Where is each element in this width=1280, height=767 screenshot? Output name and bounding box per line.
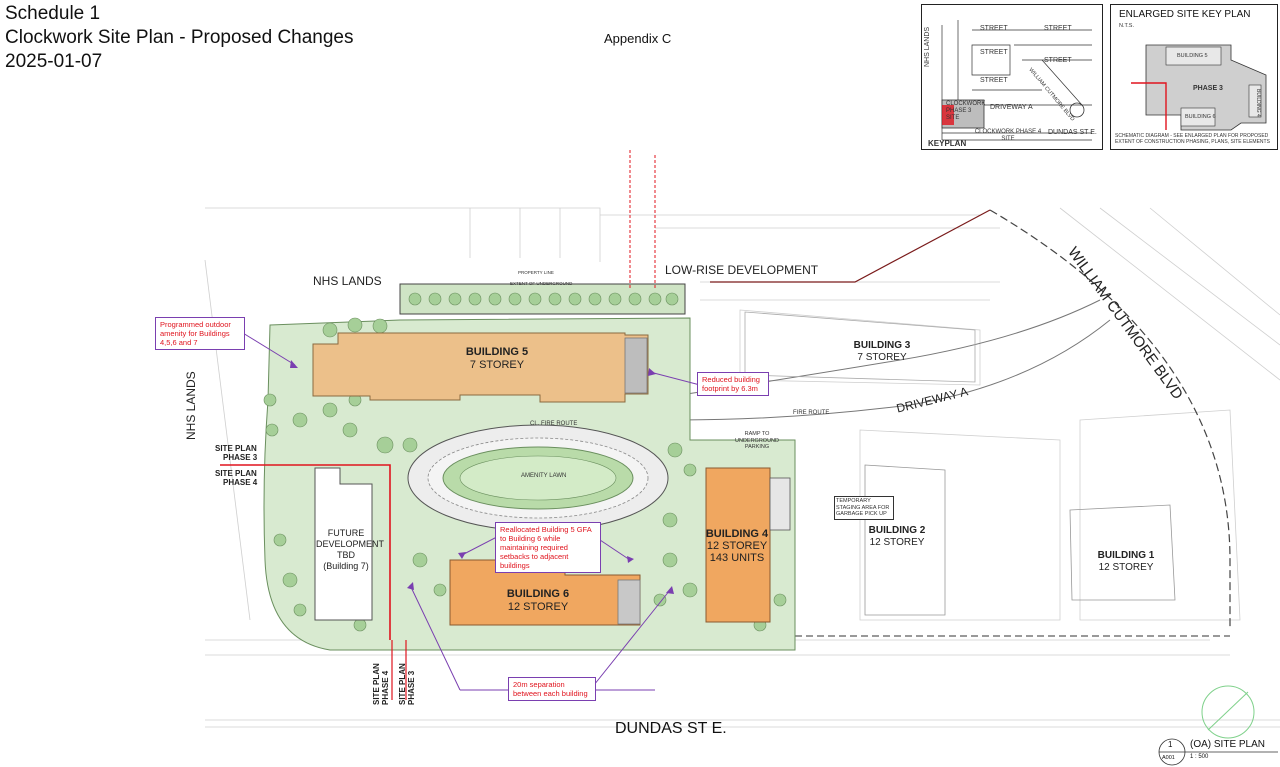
ramp-label: RAMP TO UNDERGROUND PARKING	[735, 431, 779, 450]
building-3-outline	[744, 311, 976, 383]
keyplan-street-5: STREET	[980, 77, 1008, 84]
note-separation: 20m separation between each building	[508, 677, 596, 701]
fire-route-label: CL. FIRE ROUTE	[530, 421, 578, 427]
amenity-lawn-inner	[459, 455, 617, 501]
keyplan-street-2: STREET	[1044, 25, 1072, 32]
keyplan-clockwork: CLOCKWORK PHASE 4 SITE	[974, 129, 1042, 142]
keyplan-street-4: STREET	[1044, 57, 1072, 64]
keyplan-dundas: DUNDAS ST E.	[1048, 129, 1097, 136]
plan-title: Clockwork Site Plan - Proposed Changes	[5, 27, 354, 48]
enlarged-scale: N.T.S.	[1119, 23, 1134, 29]
keyplan-label: KEYPLAN	[928, 139, 967, 148]
extent-underground-label: EXTENT OF UNDERGROUND	[510, 281, 573, 286]
north-planting-strip	[399, 283, 686, 315]
keyplan-street-3: STREET	[980, 49, 1008, 56]
note-amenity: Programmed outdoor amenity for Buildings…	[155, 317, 245, 350]
william-cutmore-curb	[989, 209, 1231, 630]
amenity-lawn-label: AMENITY LAWN	[521, 473, 567, 479]
north-trees	[263, 292, 787, 632]
enlarged-keyplan-drawing	[1131, 44, 1267, 131]
appendix-label: Appendix C	[604, 31, 672, 46]
enlarged-note: SCHEMATIC DIAGRAM - SEE ENLARGED PLAN FO…	[1115, 133, 1270, 145]
schedule-title: Schedule 1	[5, 3, 101, 24]
note-footprint: Reduced building footprint by 6.3m	[697, 372, 769, 396]
keyplan-drawing	[941, 20, 1092, 141]
future-building-7	[314, 467, 373, 621]
titleblock-scale: 1 : 500	[1190, 754, 1209, 760]
titleblock-num: 1	[1168, 740, 1173, 749]
building-5-reduced-portion	[624, 337, 648, 394]
note-gfa: Reallocated Building 5 GFA to Building 6…	[495, 522, 601, 573]
building-2-outline	[864, 464, 946, 616]
property-line-label: PROPERTY LINE	[518, 270, 554, 275]
enlarged-keyplan-box: ENLARGED SITE KEY PLAN N.T.S. BUILDING 5…	[1110, 4, 1278, 150]
temp-staging-label: TEMPORARY STAGING AREA FOR GARBAGE PICK …	[834, 496, 894, 520]
phase-lines	[220, 150, 656, 700]
dundas-label: DUNDAS ST E.	[615, 720, 727, 737]
titleblock-title: (OA) SITE PLAN	[1190, 739, 1266, 750]
low-rise-label: LOW-RISE DEVELOPMENT	[665, 263, 819, 277]
building-4-footprint	[705, 467, 771, 623]
keyplan-nhs-lands: NHS LANDS	[924, 26, 931, 67]
nhs-lands-top: NHS LANDS	[313, 274, 382, 288]
garbage-staging-area	[769, 477, 791, 531]
enlarged-phase-3: PHASE 3	[1193, 85, 1223, 92]
enlarged-building-5: BUILDING 5	[1177, 53, 1208, 59]
titleblock-sheet: A001	[1162, 755, 1175, 761]
callout-arrowheads	[290, 360, 674, 594]
enlarged-building-6: BUILDING 6	[1185, 114, 1216, 120]
building-5-footprint	[312, 332, 649, 403]
north-arrow-circle	[1201, 685, 1255, 739]
north-arrow-line	[1207, 691, 1249, 731]
keyplan-site: CLOCKWORK PHASE 3 SITE	[946, 101, 986, 121]
site-boundary-north	[710, 209, 991, 283]
nhs-lands-left: NHS LANDS	[184, 371, 198, 440]
keyplan-street-1: STREET	[980, 25, 1008, 32]
fire-route-label-2: FIRE ROUTE	[793, 410, 830, 416]
building-6-grey-portion	[617, 579, 641, 625]
enlarged-title: ENLARGED SITE KEY PLAN	[1119, 9, 1251, 20]
plan-date: 2025-01-07	[5, 51, 103, 72]
driveway-edge-south	[679, 319, 1111, 421]
enlarged-building-4: BUILDING 4	[1255, 89, 1261, 117]
keyplan-driveway: DRIVEWAY A	[990, 104, 1033, 111]
building-1-outline	[1069, 504, 1176, 601]
keyplan-box: STREET STREET STREET STREET STREET NHS L…	[921, 4, 1103, 150]
